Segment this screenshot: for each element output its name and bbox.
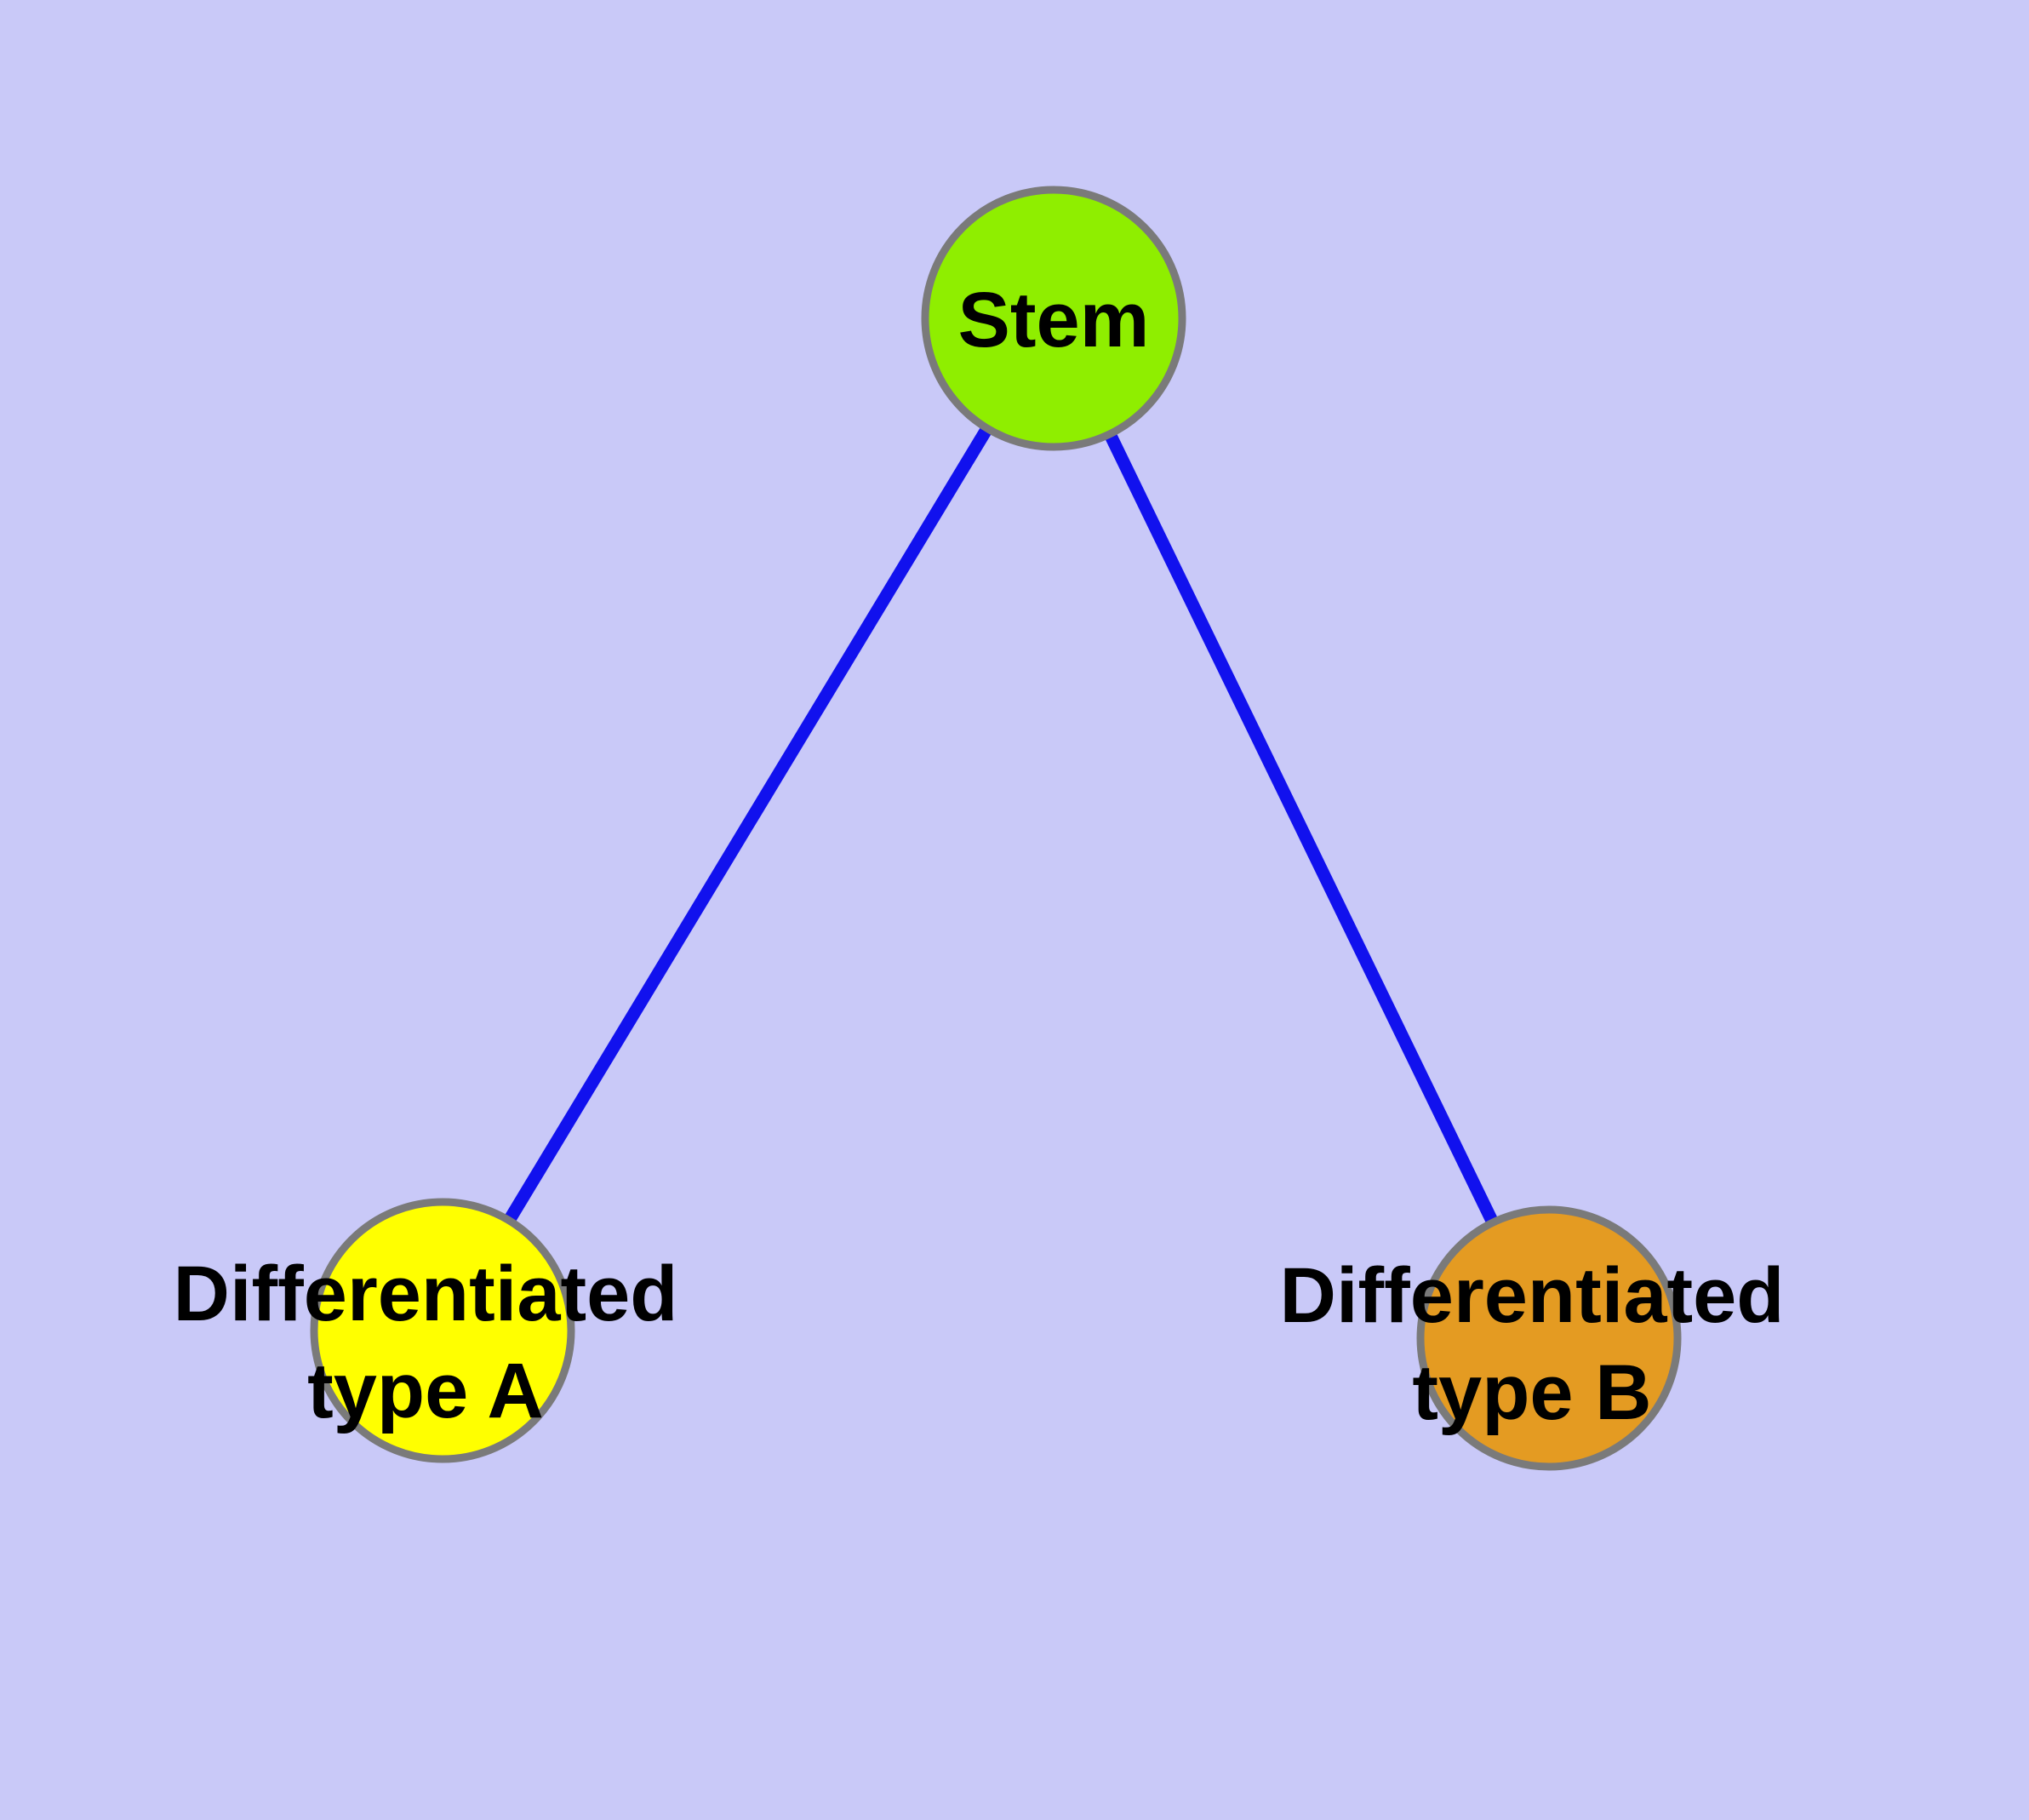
node-type-a-label-line1: Differentiated	[174, 1251, 678, 1337]
node-differentiated-type-b	[1416, 1205, 1682, 1471]
node-differentiated-type-a	[310, 1198, 575, 1463]
edge-stem-to-type-a	[437, 315, 1060, 1334]
node-stem-label: Stem	[958, 277, 1150, 363]
edge-stem-to-type-b	[1048, 315, 1555, 1342]
node-type-b-label-line1: Differentiated	[1280, 1252, 1785, 1339]
node-type-a-label-line2: type A	[307, 1348, 544, 1434]
node-stem	[921, 186, 1186, 451]
node-type-b-label-line2: type B	[1412, 1349, 1651, 1436]
